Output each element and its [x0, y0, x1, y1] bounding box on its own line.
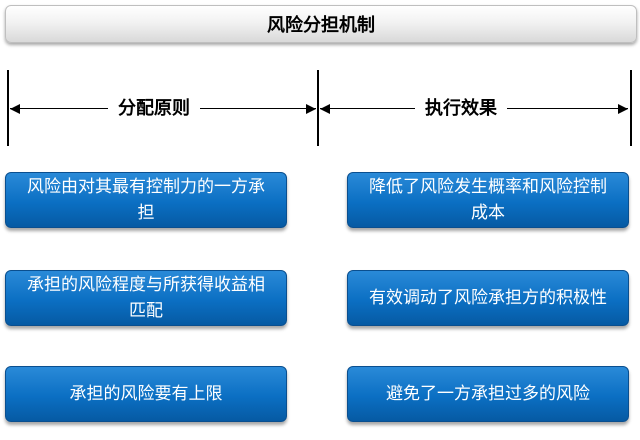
arrow-right-icon	[306, 104, 316, 114]
column-heading-principle: 分配原则	[108, 97, 200, 121]
arrow-right-icon	[618, 104, 628, 114]
arrow-left-icon	[320, 104, 330, 114]
effect-box: 降低了风险发生概率和风险控制成本	[347, 172, 629, 228]
left-column-marker	[7, 70, 9, 146]
effect-box: 有效调动了风险承担方的积极性	[347, 270, 629, 326]
principle-box: 承担的风险要有上限	[5, 366, 287, 422]
principle-box: 风险由对其最有控制力的一方承担	[5, 172, 287, 228]
page-title: 风险分担机制	[5, 5, 637, 43]
effect-box: 避免了一方承担过多的风险	[347, 366, 629, 422]
principle-box: 承担的风险程度与所获得收益相匹配	[5, 270, 287, 326]
column-heading-effect: 执行效果	[415, 97, 507, 121]
center-column-marker	[317, 70, 319, 146]
right-column-marker	[630, 70, 632, 146]
arrow-left-icon	[10, 104, 20, 114]
